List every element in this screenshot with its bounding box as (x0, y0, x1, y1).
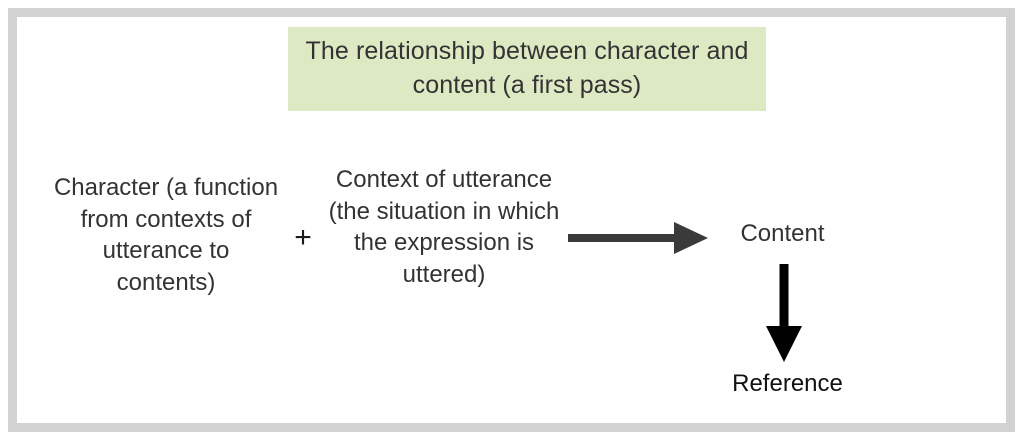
node-context-of-utterance: Context of utterance (the situation in w… (328, 166, 560, 289)
node-content: Content (740, 220, 825, 247)
plus-operator-symbol: + (294, 221, 312, 254)
node-character: Character (a function from contexts of u… (53, 174, 279, 297)
node-reference: Reference (732, 370, 843, 397)
figure-title-text: The relationship between character and c… (305, 37, 749, 99)
figure-title-banner: The relationship between character and c… (288, 27, 766, 111)
arrow-down-icon (766, 264, 802, 362)
arrow-right-icon (568, 222, 708, 254)
